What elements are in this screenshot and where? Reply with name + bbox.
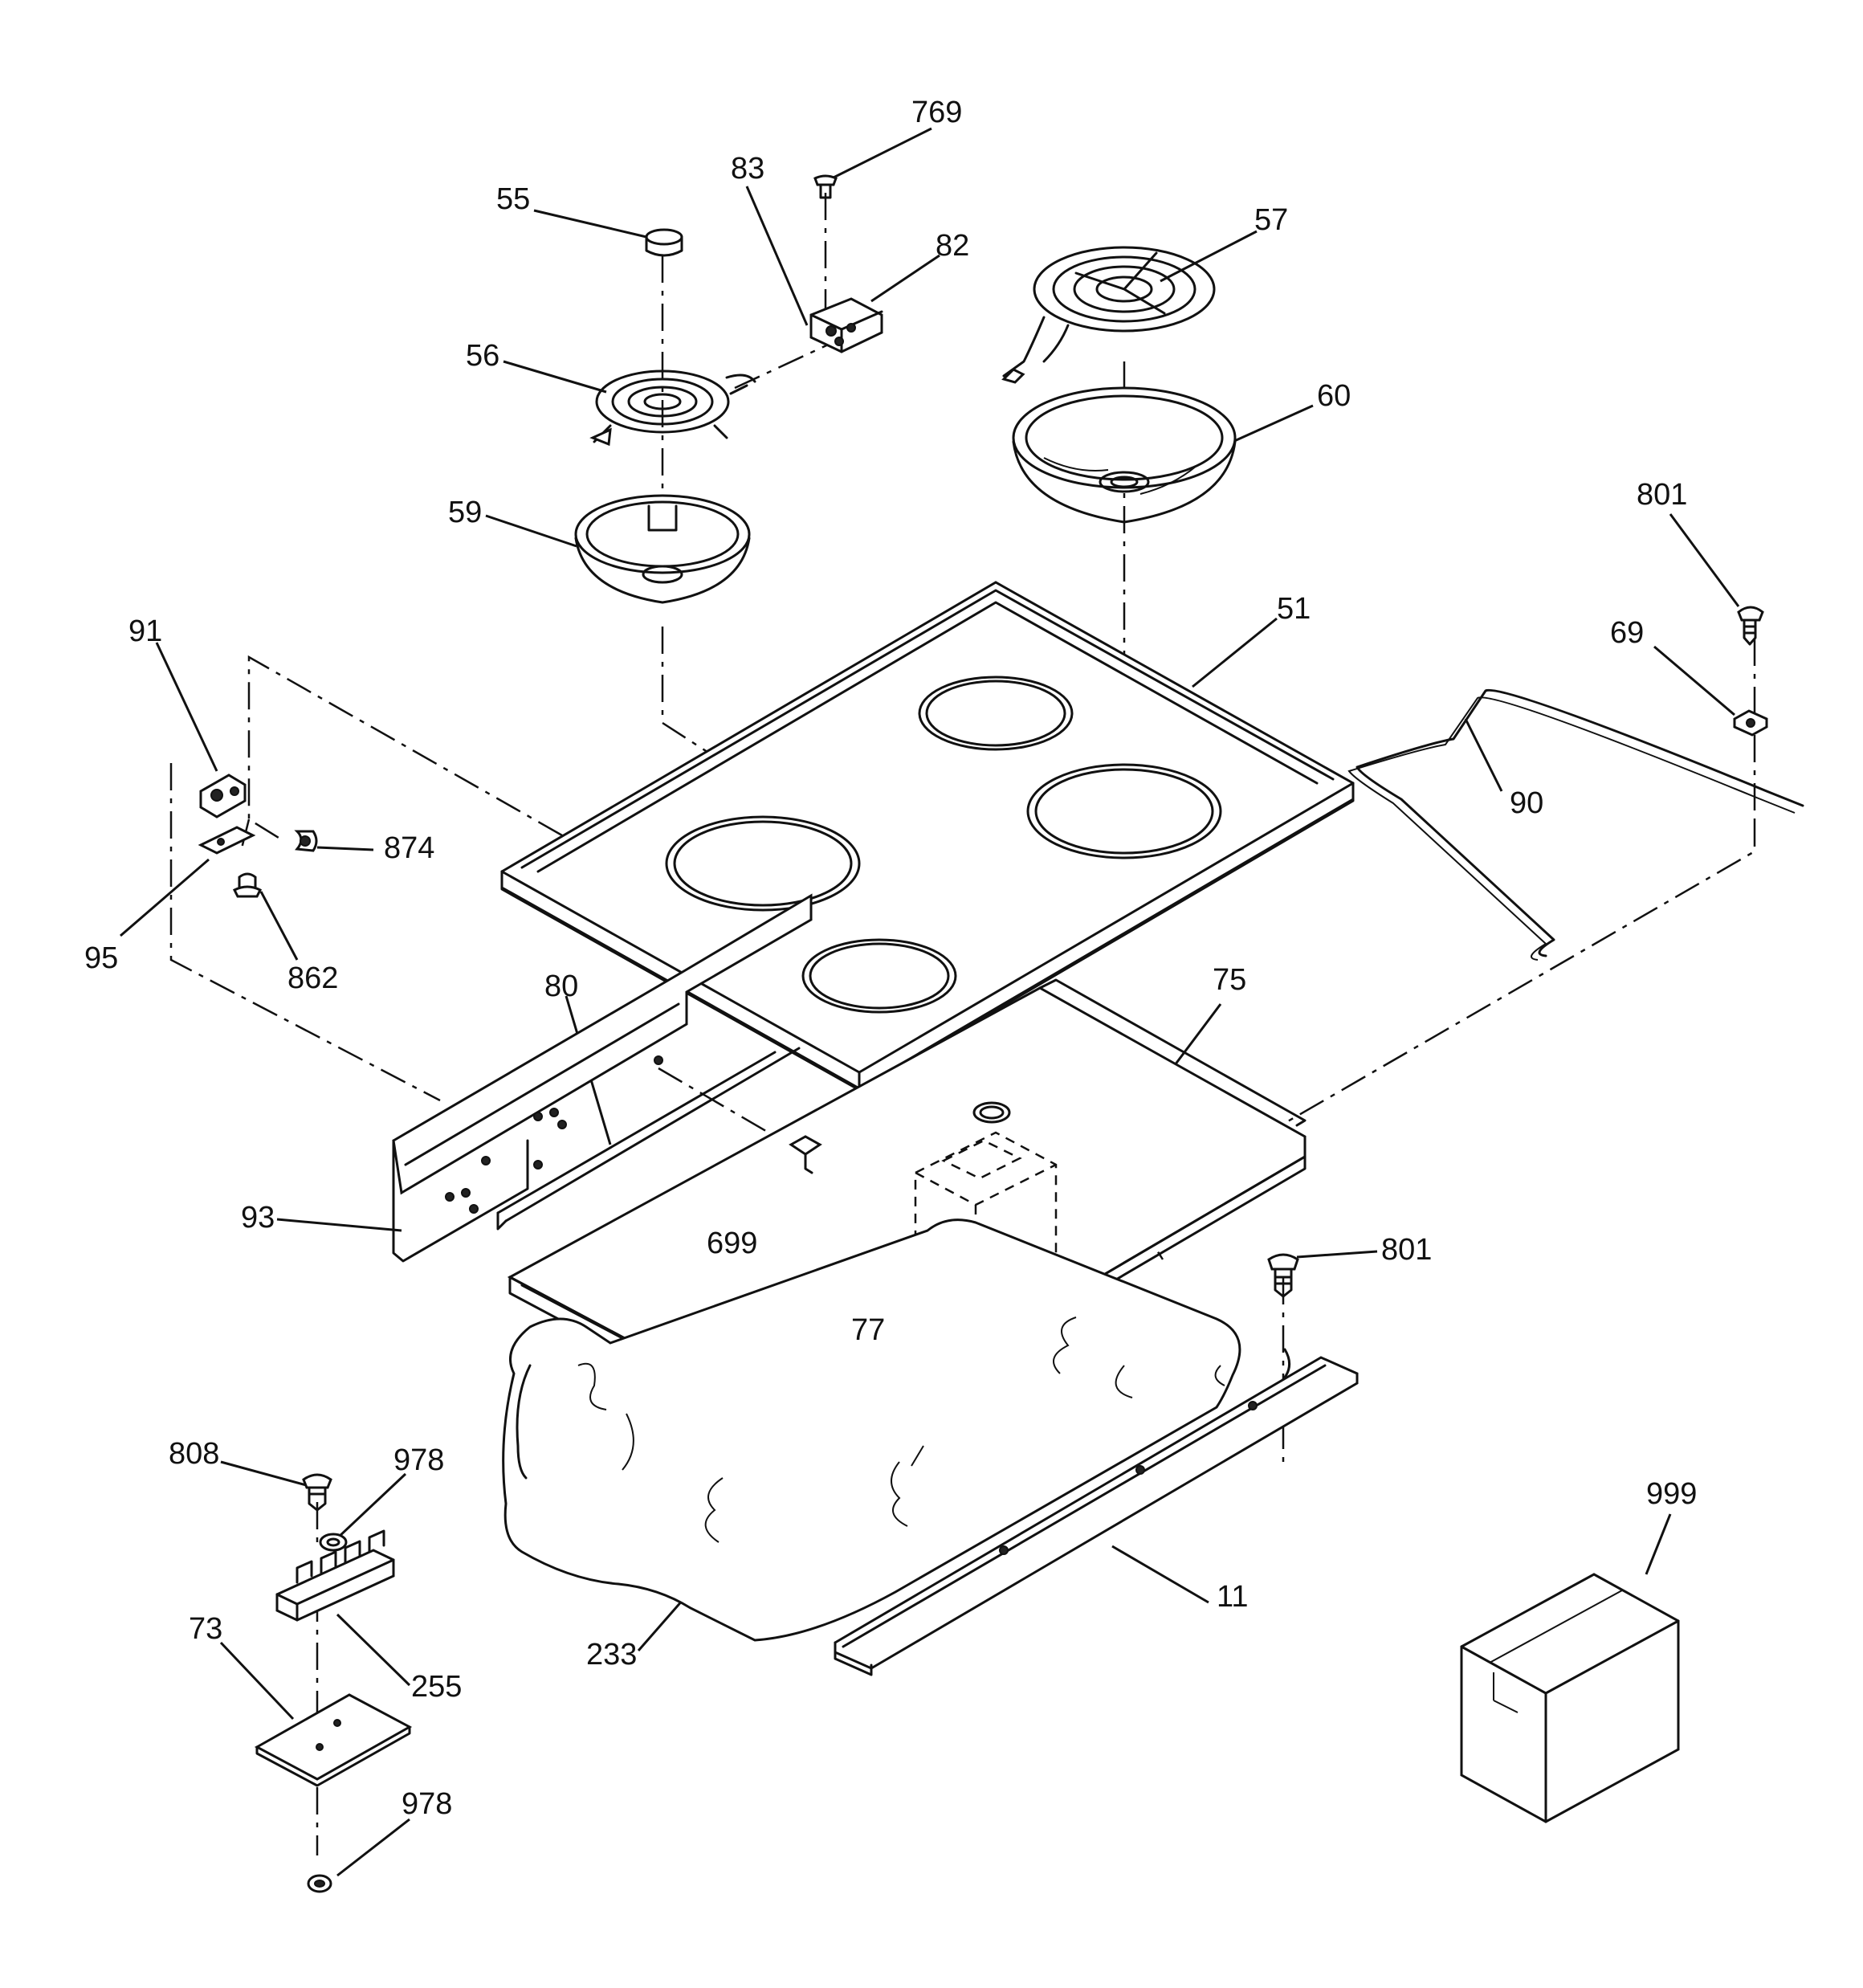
part-808-screw — [302, 1473, 332, 1512]
label-55: 55 — [496, 182, 530, 216]
label-90: 90 — [1510, 786, 1543, 820]
label-978-top: 978 — [393, 1443, 444, 1477]
label-874: 874 — [384, 831, 434, 865]
part-978-washer-top — [319, 1533, 348, 1552]
label-59: 59 — [448, 496, 482, 529]
part-769-screw — [813, 174, 838, 199]
label-801-top: 801 — [1637, 478, 1687, 512]
label-60: 60 — [1317, 379, 1351, 413]
label-11: 11 — [1217, 1580, 1248, 1614]
part-699-screw — [789, 1135, 822, 1174]
label-93: 93 — [241, 1201, 275, 1235]
label-699: 699 — [707, 1227, 757, 1260]
part-55-cap — [645, 228, 683, 257]
part-82-terminal-block — [809, 297, 883, 353]
label-862: 862 — [287, 961, 338, 995]
label-73: 73 — [189, 1612, 222, 1646]
part-91-bracket — [199, 774, 247, 818]
part-60-large-drip-pan — [1012, 386, 1237, 524]
label-80: 80 — [544, 970, 578, 1003]
label-255: 255 — [411, 1670, 462, 1704]
part-11-rail — [834, 1356, 1359, 1676]
part-93-80-front-rail — [392, 893, 813, 1263]
label-233: 233 — [586, 1638, 637, 1672]
part-69-clip — [1733, 709, 1768, 737]
part-233-insulation — [502, 1219, 1291, 1642]
label-57: 57 — [1254, 203, 1288, 237]
label-91: 91 — [128, 614, 162, 648]
label-77: 77 — [851, 1313, 885, 1347]
part-59-small-drip-pan — [574, 494, 751, 604]
part-801-screw-top — [1737, 606, 1764, 646]
label-769: 769 — [911, 96, 962, 129]
label-978-bottom: 978 — [402, 1787, 452, 1821]
label-75: 75 — [1213, 963, 1246, 997]
label-83: 83 — [731, 152, 764, 186]
part-73-plate — [254, 1693, 413, 1787]
part-978-nut-bottom — [307, 1874, 332, 1893]
label-56: 56 — [466, 339, 499, 373]
part-801-screw-lower — [1267, 1253, 1299, 1298]
label-808: 808 — [169, 1437, 219, 1471]
part-57-large-coil — [1001, 246, 1216, 384]
part-56-small-coil — [589, 369, 756, 447]
label-82: 82 — [936, 229, 969, 263]
label-95: 95 — [84, 941, 118, 975]
part-95-plate — [198, 826, 256, 855]
part-999-box — [1460, 1573, 1680, 1823]
label-69: 69 — [1610, 616, 1644, 650]
label-51: 51 — [1277, 592, 1311, 626]
label-801-lower: 801 — [1381, 1233, 1432, 1267]
part-90-rod — [1347, 688, 1804, 961]
label-999: 999 — [1646, 1477, 1697, 1511]
part-255-terminal-block — [275, 1529, 395, 1622]
part-labels: 769 83 55 82 57 56 60 59 801 51 91 69 90… — [84, 96, 1697, 1821]
part-874-screw — [294, 830, 318, 852]
part-862-screw — [232, 872, 263, 898]
